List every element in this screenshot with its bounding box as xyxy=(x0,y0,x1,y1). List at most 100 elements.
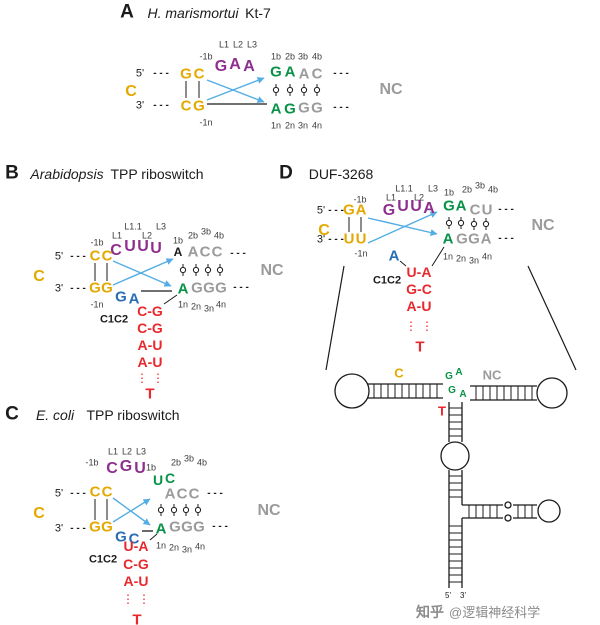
strand-end: 3' xyxy=(54,522,64,535)
seq-letter: A xyxy=(355,201,367,219)
seq-letter: A xyxy=(455,197,467,215)
c1c2-label: C1C2 xyxy=(372,274,402,287)
noncanonical-pair-symbol xyxy=(194,506,202,514)
seq-letter: C xyxy=(211,243,223,261)
pos-label: 2b xyxy=(461,184,473,195)
terminal-loop-circle xyxy=(536,377,568,409)
pos-label: 1b xyxy=(145,462,157,473)
kink-arrow xyxy=(112,498,151,523)
seq-letter: U xyxy=(137,238,149,255)
pos-label: 4n xyxy=(215,299,227,310)
stem-pair: A-U xyxy=(137,354,163,370)
schematic-seq-letter: A xyxy=(459,389,467,400)
loop-label: L3 xyxy=(135,446,147,457)
strand-dashes: - - - xyxy=(153,100,169,111)
pos-label: 2b xyxy=(284,51,296,62)
pos-label: 3b xyxy=(297,51,309,62)
strand-end: 3' xyxy=(316,233,326,246)
pos-label: 1b xyxy=(270,51,282,62)
seq-letter: G xyxy=(193,97,205,115)
pos-label: 3b xyxy=(200,226,212,237)
pos-label: 4b xyxy=(311,51,323,62)
seq-letter: A xyxy=(164,485,176,503)
terminal-loop-circle xyxy=(537,499,561,523)
bulge-circle xyxy=(504,501,512,509)
pos-label: 4n xyxy=(194,541,206,552)
seq-letter: G xyxy=(115,288,127,306)
seq-letter: A xyxy=(155,520,167,538)
panel-b-species: Arabidopsis xyxy=(30,166,104,182)
strand-end: 3' xyxy=(460,591,466,600)
strand-dashes: - - - xyxy=(153,68,169,79)
seq-letter: G xyxy=(456,230,468,248)
seq-letter: U xyxy=(343,230,355,248)
noncanonical-pair-symbol xyxy=(216,266,224,274)
seq-letter: U xyxy=(397,198,409,215)
panel-d-letter: D xyxy=(279,162,293,184)
seq-letter: C xyxy=(101,483,113,501)
pos-label: 1b xyxy=(172,235,184,246)
seq-letter: G xyxy=(270,63,282,81)
pos-label: 1n xyxy=(270,120,282,131)
seq-letter: A xyxy=(128,290,140,308)
pos-label: -1b xyxy=(199,51,213,62)
loop-label: L1 xyxy=(385,192,397,203)
panel-d-title: DUF-3268 xyxy=(308,166,374,182)
watermark-brand: 知乎 xyxy=(416,604,444,620)
helix-c-label: C xyxy=(33,268,45,285)
helix-t-label: T xyxy=(415,338,425,356)
loop-label: L2 xyxy=(232,39,244,50)
strand-dashes: - - - xyxy=(233,282,249,293)
seq-letter: C xyxy=(176,485,188,503)
watermark: 知乎 @逻辑神经科学 xyxy=(416,602,586,622)
stem-pair: C-G xyxy=(137,303,163,319)
seq-letter: G xyxy=(343,201,355,219)
panel-a-letter: A xyxy=(120,1,134,23)
strand-dashes: - - - xyxy=(333,68,349,79)
panel-c-title: TPP riboswitch xyxy=(86,407,180,423)
internal-loop-circle xyxy=(440,441,470,471)
strand-dashes: - - - xyxy=(70,488,86,499)
helix-nc-label: NC xyxy=(260,262,284,279)
noncanonical-pair-symbol xyxy=(470,220,478,228)
zoom-line xyxy=(527,265,577,371)
pos-label: 2b xyxy=(170,457,182,468)
seq-letter: C xyxy=(193,65,205,83)
seq-letter: C xyxy=(101,247,113,265)
seq-letter: A xyxy=(298,65,310,83)
zoom-line xyxy=(325,265,345,371)
pos-label: 2n xyxy=(455,253,467,264)
seq-letter: G xyxy=(298,99,310,117)
seq-letter: G xyxy=(468,230,480,248)
seq-letter: G xyxy=(311,99,323,117)
pos-label: 3n xyxy=(297,120,309,131)
seq-letter: G xyxy=(443,197,455,215)
helix-nc-label: NC xyxy=(531,217,555,234)
stem-connector xyxy=(399,260,407,267)
seq-letter: U xyxy=(134,460,146,477)
schematic-seq-letter: A xyxy=(455,367,463,378)
pos-label: 4b xyxy=(487,184,499,195)
pos-label: -1n xyxy=(90,299,104,310)
strand-dashes: - - - xyxy=(70,251,86,262)
seq-letter: A xyxy=(442,230,454,248)
seq-letter: G xyxy=(101,279,113,297)
seq-letter: A xyxy=(177,280,189,298)
noncanonical-pair-symbol xyxy=(182,506,190,514)
loop-label: L2 xyxy=(413,192,425,203)
pos-label: 2n xyxy=(284,120,296,131)
seq-letter: C xyxy=(180,97,192,115)
schematic-seq-letter: G xyxy=(448,385,456,396)
stem-dots: ⋮ xyxy=(122,592,134,606)
stem-dots: ⋮ xyxy=(138,592,150,606)
stem-connector xyxy=(163,294,178,305)
seq-letter: G xyxy=(214,58,228,75)
seq-letter: C xyxy=(89,483,101,501)
noncanonical-pair-symbol xyxy=(286,86,294,94)
seq-letter: A xyxy=(270,100,282,118)
strand-end: 3' xyxy=(54,282,64,295)
seq-letter: A xyxy=(284,63,296,81)
seq-letter: U xyxy=(124,238,136,255)
